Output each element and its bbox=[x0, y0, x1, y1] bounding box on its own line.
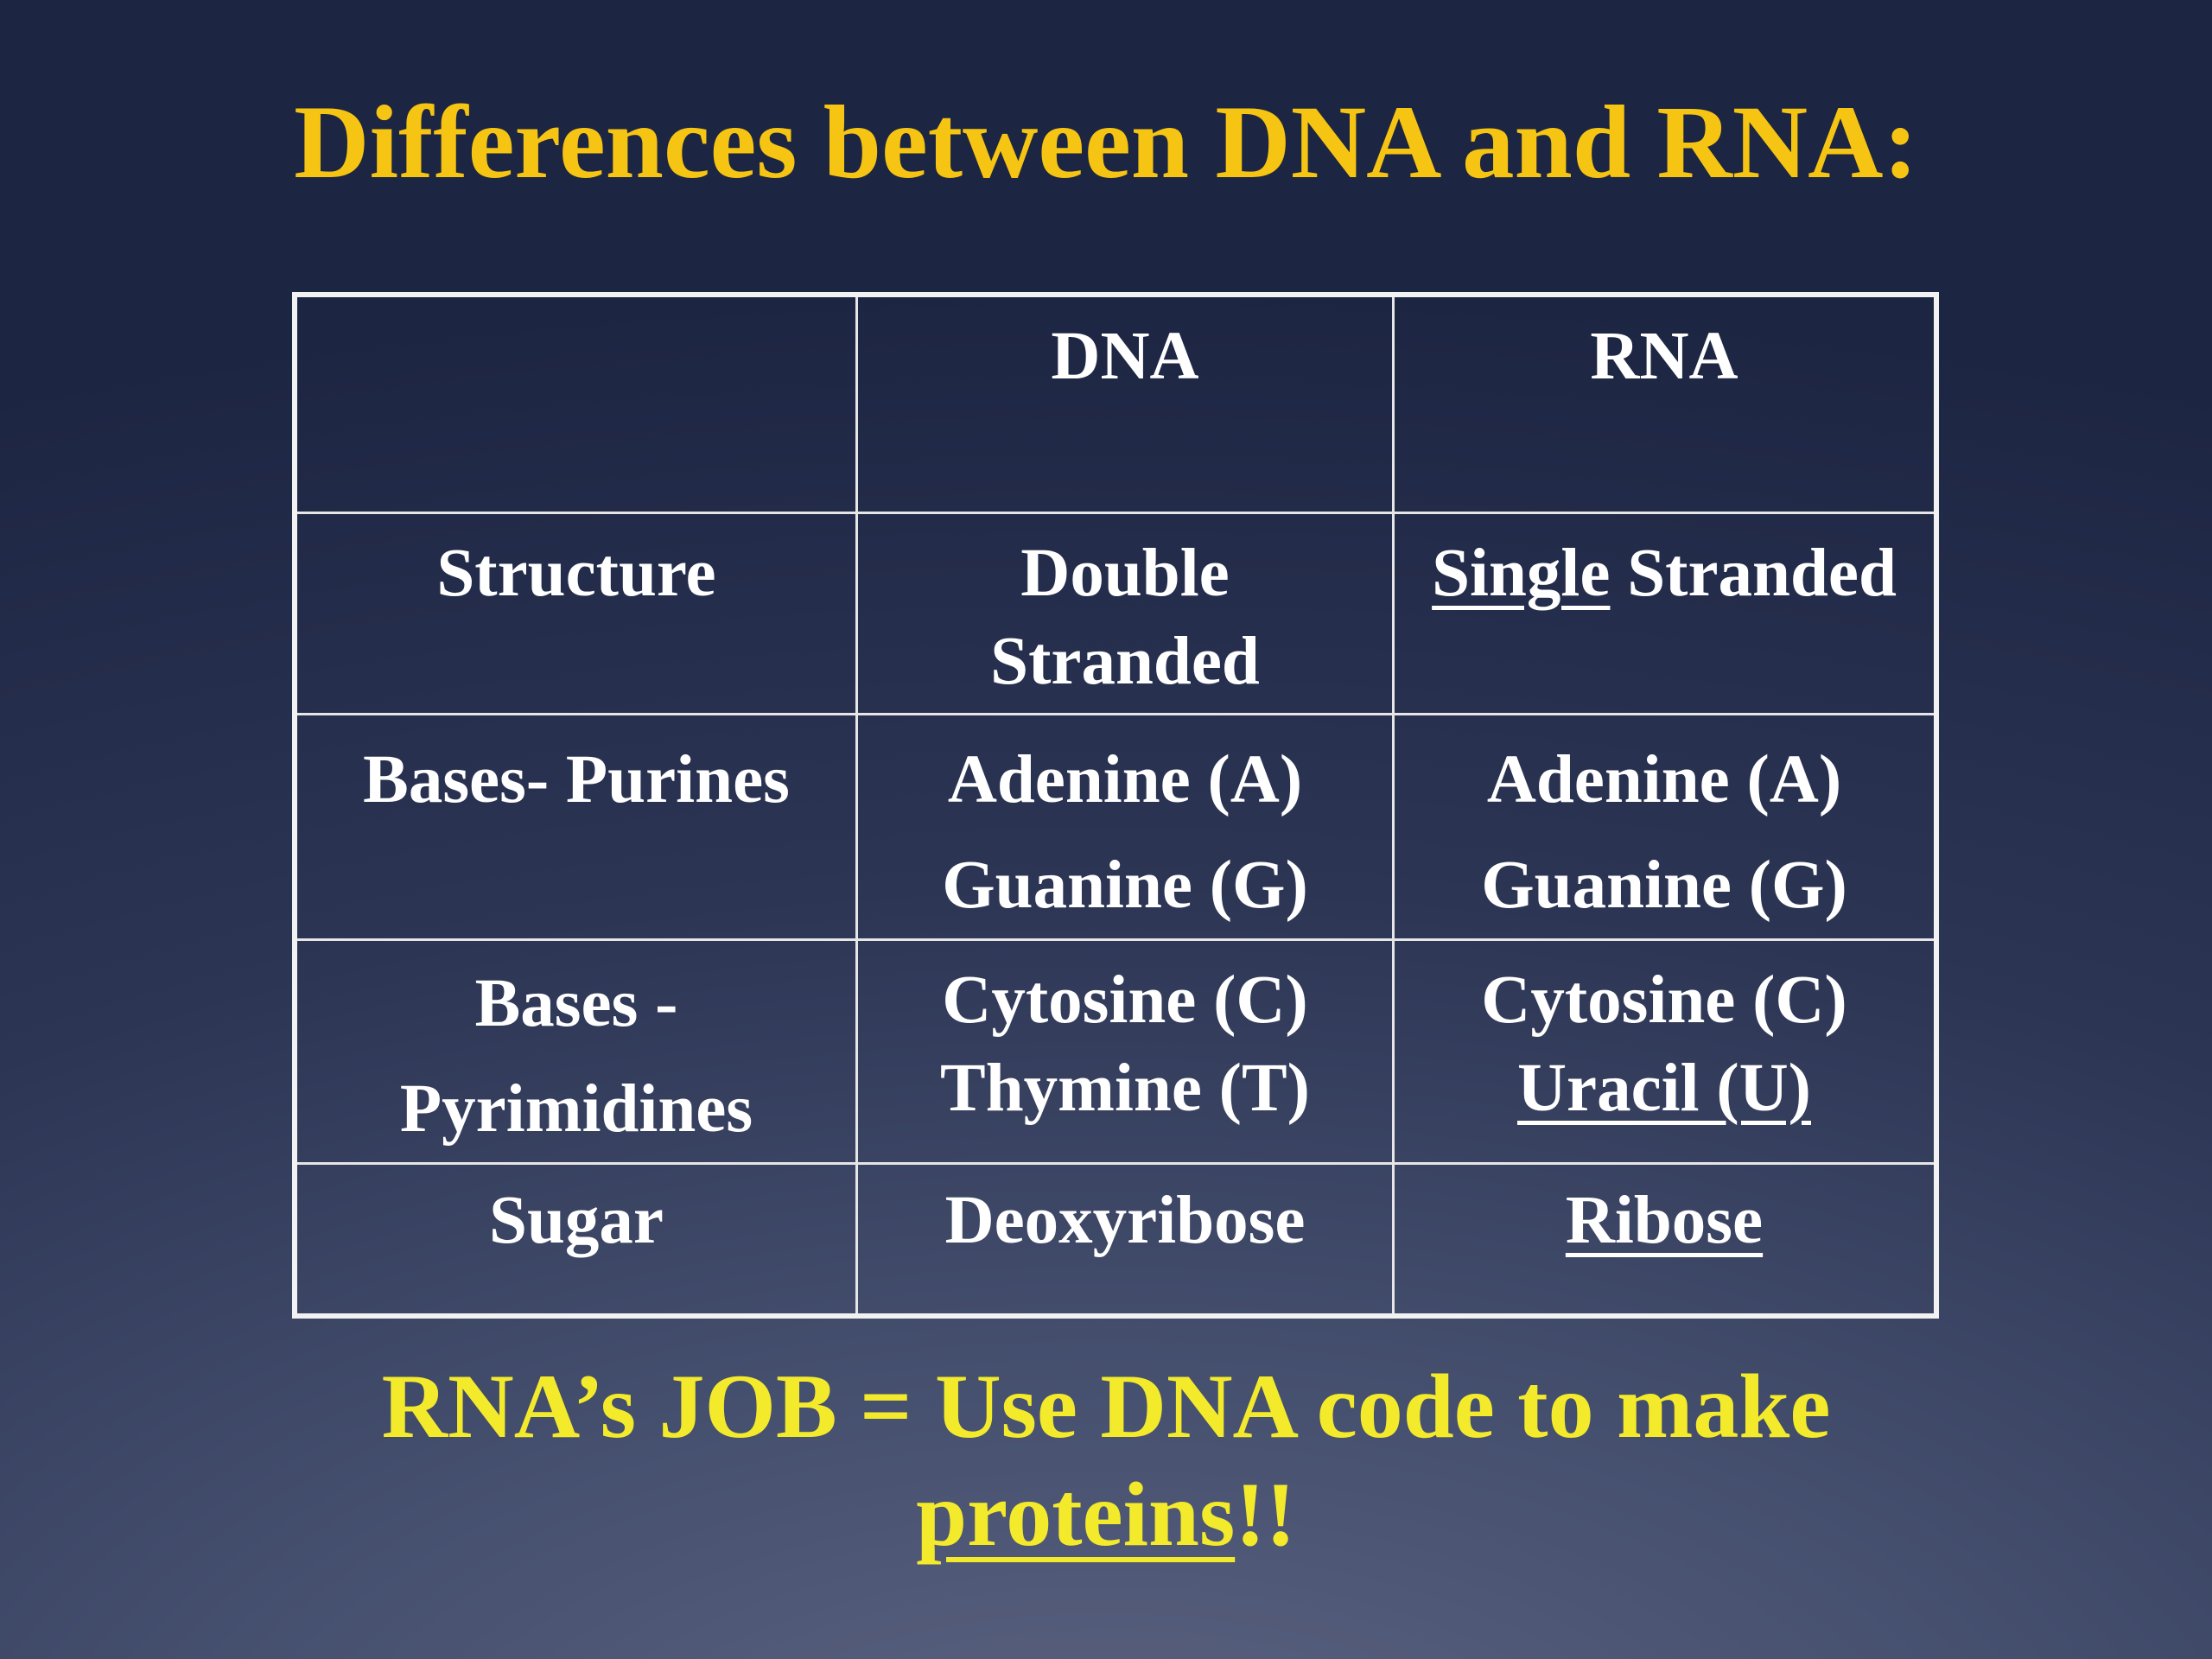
dna-structure-line: Stranded bbox=[990, 624, 1260, 699]
rna-structure-underlined-word: Single bbox=[1432, 536, 1611, 611]
rna-sugar-underlined: Ribose bbox=[1565, 1183, 1764, 1258]
row-label-structure: Structure bbox=[293, 512, 858, 715]
slide-title: Differences between DNA and RNA: bbox=[294, 85, 1918, 200]
dna-pyrimidine-item: Thymine (T) bbox=[940, 1051, 1310, 1126]
rna-sugar-cell: Ribose bbox=[1392, 1162, 1938, 1318]
header-rna: RNA bbox=[1392, 293, 1938, 514]
rna-pyrimidine-item: Cytosine (C) bbox=[1481, 963, 1847, 1038]
rna-purines-cell: Adenine (A) Guanine (G) bbox=[1392, 713, 1938, 941]
row-label-sugar: Sugar bbox=[293, 1162, 858, 1318]
dna-structure-cell: Double Stranded bbox=[855, 512, 1395, 715]
proteins-underlined-word: proteins bbox=[916, 1464, 1236, 1565]
dna-structure-line: Double bbox=[1020, 536, 1230, 611]
rna-structure-rest: Stranded bbox=[1610, 536, 1897, 611]
rna-pyrimidine-item-underlined: Uracil (U) bbox=[1517, 1051, 1811, 1126]
table-row: Bases - Pyrimidines Cytosine (C) Thymine… bbox=[293, 938, 1938, 1165]
table-header-row: DNA RNA bbox=[293, 293, 1938, 514]
comparison-table: DNA RNA Structure Double Stranded Single… bbox=[292, 292, 1939, 1319]
table-row: Sugar Deoxyribose Ribose bbox=[293, 1162, 1938, 1318]
rna-job-statement: RNA’s JOB = Use DNA code to make protein… bbox=[0, 1352, 2212, 1568]
row-label-line: Pyrimidines bbox=[399, 1071, 753, 1147]
dna-sugar-cell: Deoxyribose bbox=[855, 1162, 1395, 1318]
row-label-line: Bases - bbox=[474, 966, 678, 1041]
header-empty-cell bbox=[293, 293, 858, 514]
row-label-purines: Bases- Purines bbox=[293, 713, 858, 941]
rna-structure-cell: Single Stranded bbox=[1392, 512, 1938, 715]
dna-pyrimidine-item: Cytosine (C) bbox=[942, 963, 1308, 1038]
header-dna: DNA bbox=[855, 293, 1395, 514]
rna-purine-item: Adenine (A) bbox=[1486, 742, 1842, 817]
dna-purines-cell: Adenine (A) Guanine (G) bbox=[855, 713, 1395, 941]
footer-line-2: proteins!! bbox=[0, 1460, 2212, 1568]
rna-pyrimidines-cell: Cytosine (C) Uracil (U) bbox=[1392, 938, 1938, 1165]
dna-purine-item: Guanine (G) bbox=[942, 848, 1308, 923]
footer-line-1: RNA’s JOB = Use DNA code to make bbox=[381, 1356, 1831, 1457]
rna-pyrimidine-item-wrap: Uracil (U) bbox=[1400, 1045, 1929, 1133]
rna-purine-item: Guanine (G) bbox=[1481, 848, 1847, 923]
row-label-pyrimidines: Bases - Pyrimidines bbox=[293, 938, 858, 1165]
table-row: Bases- Purines Adenine (A) Guanine (G) A… bbox=[293, 713, 1938, 941]
dna-pyrimidines-cell: Cytosine (C) Thymine (T) bbox=[855, 938, 1395, 1165]
footer-exclamation: !! bbox=[1235, 1464, 1296, 1565]
dna-purine-item: Adenine (A) bbox=[947, 742, 1303, 817]
table-row: Structure Double Stranded Single Strande… bbox=[293, 512, 1938, 715]
